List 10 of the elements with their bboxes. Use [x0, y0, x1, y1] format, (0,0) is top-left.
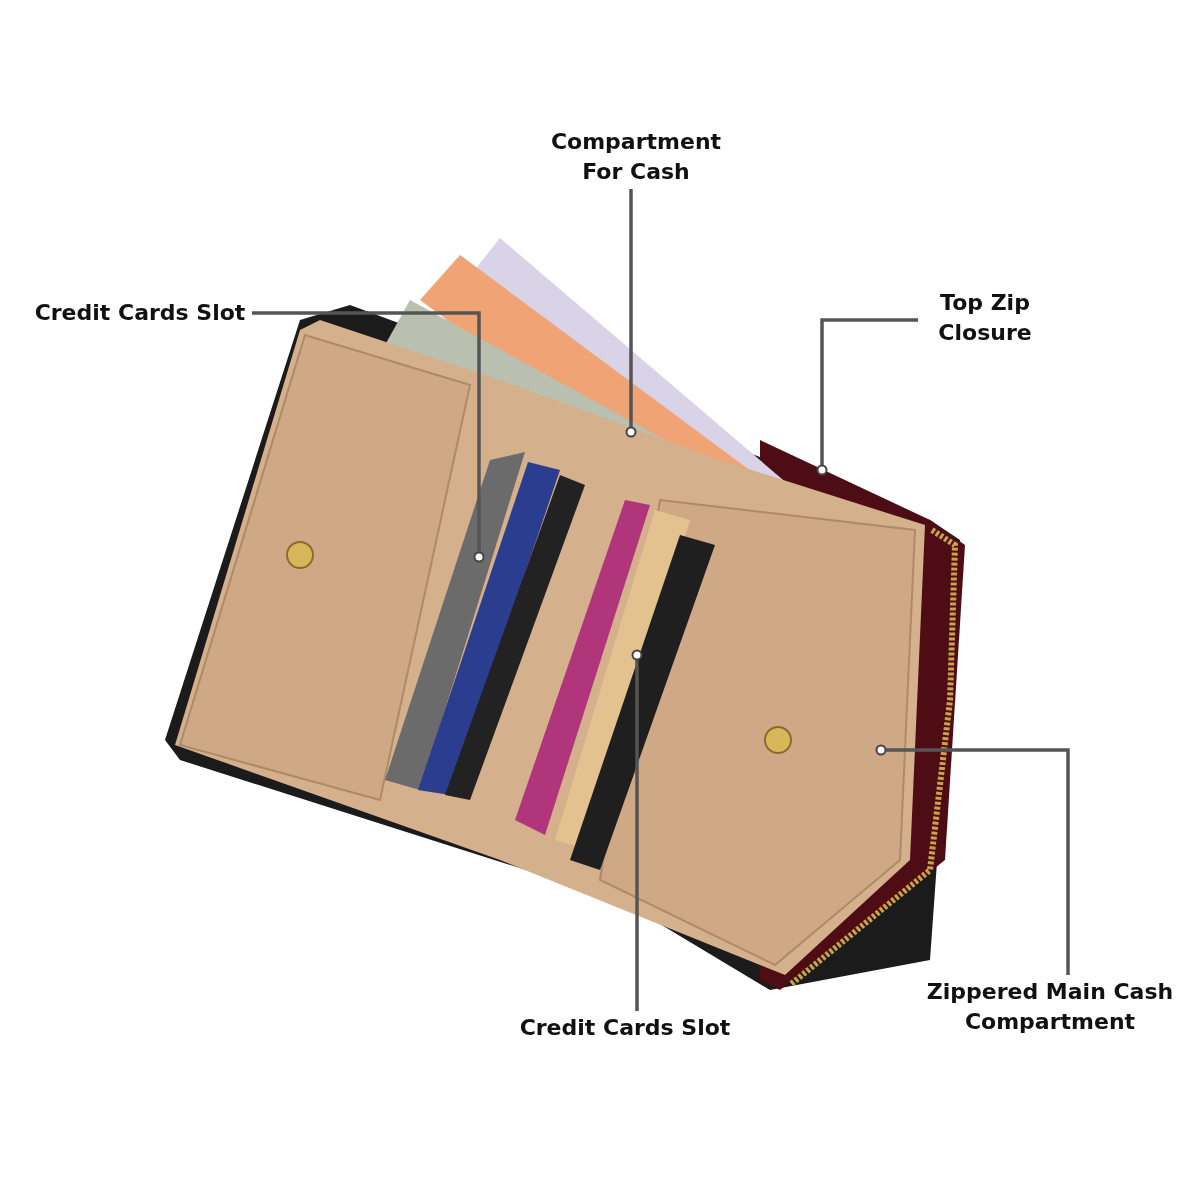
leader-line — [252, 311, 485, 563]
leader-line — [816, 318, 918, 476]
leader-line — [625, 189, 637, 438]
callout-label: Zippered Main Cash Compartment — [915, 977, 1185, 1037]
leader-line — [631, 649, 643, 1011]
callout-label: Credit Cards Slot — [30, 298, 250, 328]
callout-label: Compartment For Cash — [530, 127, 742, 187]
leader-line — [875, 744, 1070, 975]
callout-label: Credit Cards Slot — [510, 1013, 740, 1043]
callout-label: Top Zip Closure — [920, 288, 1050, 348]
